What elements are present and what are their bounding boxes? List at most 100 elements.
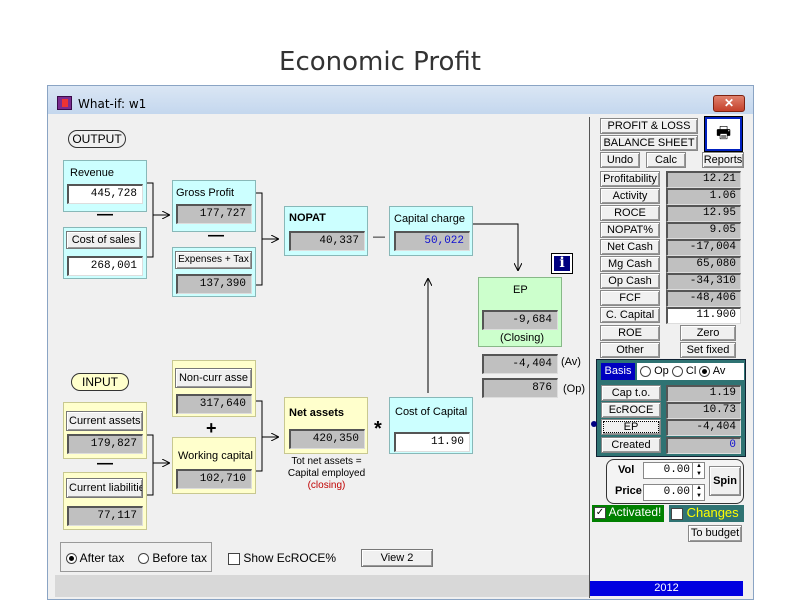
non-current-assets-value: 317,640 [176,394,252,414]
mg-cash-button[interactable]: Mg Cash [600,256,660,272]
current-liabilities-button[interactable]: Current liabilitie [66,478,143,498]
vol-spinner[interactable]: ▲▼ [692,462,705,479]
nopat-pct-button[interactable]: NOPAT% [600,222,660,238]
connector-lines [147,182,589,496]
ecroce-button[interactable]: EcROCE [601,402,661,418]
before-tax-radio[interactable] [138,553,149,565]
current-assets-value: 179,827 [67,434,143,454]
working-capital-value: 102,710 [176,469,252,489]
ep-opening-value: 876 [482,378,558,398]
basis-op-label: Op [654,365,669,377]
before-tax-option[interactable]: Before tax [138,551,207,565]
reports-button[interactable]: Reports [702,152,744,168]
to-budget-button[interactable]: To budget [688,525,742,542]
activated-checkbox[interactable]: ✓ [594,506,606,519]
c-capital-button[interactable]: C. Capital [600,307,660,323]
ep-selected-marker [591,421,597,427]
page-title: Economic Profit [279,47,481,77]
window-titlebar[interactable] [48,86,753,114]
c-capital-value[interactable]: 11.900 [666,307,741,324]
after-tax-option[interactable]: After tax [66,551,124,565]
op-cash-button[interactable]: Op Cash [600,273,660,289]
activity-value: 1.06 [666,188,741,205]
activated-toggle[interactable]: ✓ Activated! [592,505,664,522]
balance-sheet-button[interactable]: BALANCE SHEET [600,135,698,151]
cost-of-sales-value[interactable]: 268,001 [67,256,143,276]
before-tax-label: Before tax [152,551,208,565]
basis-options: Op Cl Av [637,363,744,380]
price-input[interactable]: 0.00 [643,484,705,501]
cost-of-capital-label: Cost of Capital [395,406,468,418]
info-icon[interactable]: i [551,253,573,274]
revenue-value[interactable]: 445,728 [67,184,143,204]
spin-button[interactable]: Spin [709,466,741,496]
show-ecroce-option[interactable]: Show EcROCE% [228,551,336,565]
plus-operator: + [206,418,217,438]
cost-of-sales-button[interactable]: Cost of sales [66,231,141,249]
net-cash-button[interactable]: Net Cash [600,239,660,255]
basis-label: Basis [601,363,635,380]
close-button[interactable]: ✕ [713,95,745,112]
net-assets-note-line2: Capital employed [287,468,366,479]
basis-cl-radio[interactable] [671,365,683,377]
nopat-value: 40,337 [289,231,365,251]
expenses-tax-button[interactable]: Expenses + Tax [175,251,252,269]
vol-input[interactable]: 0.00 [643,462,705,479]
gross-profit-label: Gross Profit [176,187,235,199]
created-button[interactable]: Created [601,437,661,453]
after-tax-radio[interactable] [66,553,77,565]
nopat-label: NOPAT [289,212,326,224]
basis-op-radio[interactable] [640,365,651,377]
activity-button[interactable]: Activity [600,188,660,204]
view-2-button[interactable]: View 2 [361,549,433,567]
input-label: INPUT [71,373,129,391]
cap-to-button[interactable]: Cap t.o. [601,385,661,401]
price-label: Price [615,485,642,497]
gross-profit-value: 177,727 [176,204,252,224]
output-label: OUTPUT [68,130,126,148]
basis-cl-label: Cl [685,365,697,377]
roe-button[interactable]: ROE [600,325,660,341]
mg-cash-value: 65,080 [666,256,741,273]
undo-button[interactable]: Undo [600,152,640,168]
basis-av-radio[interactable] [699,365,711,377]
calc-button[interactable]: Calc [646,152,686,168]
dash-operator: — [373,229,385,243]
profitability-button[interactable]: Profitability [600,171,660,187]
print-icon[interactable]: 🖶 [704,116,743,152]
capital-charge-label: Capital charge [394,213,465,225]
changes-toggle[interactable]: Changes [669,505,744,522]
net-cash-value: -17,004 [666,239,741,256]
basis-ep-value: -4,404 [666,419,741,436]
current-assets-button[interactable]: Current assets [66,411,143,431]
profit-loss-button[interactable]: PROFIT & LOSS [600,118,698,134]
net-assets-label: Net assets [289,407,345,419]
app-icon [57,96,72,110]
working-capital-label: Working capital [178,450,253,462]
changes-checkbox[interactable] [671,507,683,520]
activated-label: Activated! [608,505,662,519]
other-button[interactable]: Other [600,342,660,358]
expenses-tax-value: 137,390 [176,274,252,294]
cap-to-value: 1.19 [666,385,741,402]
roce-button[interactable]: ROCE [600,205,660,221]
ecroce-value: 10.73 [666,402,741,419]
fcf-button[interactable]: FCF [600,290,660,306]
capital-charge-value: 50,022 [394,231,470,251]
minus-operator-3: — [97,455,113,472]
set-fixed-button[interactable]: Set fixed [680,342,736,358]
ep-average-value: -4,404 [482,354,558,374]
roce-value: 12.95 [666,205,741,222]
show-ecroce-checkbox[interactable] [228,552,240,565]
canvas-footer [55,575,589,597]
basis-ep-button[interactable]: EP [601,419,661,435]
revenue-label: Revenue [70,167,115,179]
nopat-pct-value: 9.05 [666,222,741,239]
net-assets-note-line3: (closing) [307,480,346,491]
changes-label: Changes [686,505,739,520]
cost-of-capital-value[interactable]: 11.90 [394,432,470,452]
ep-closing-value: -9,684 [482,310,558,330]
price-spinner[interactable]: ▲▼ [692,484,705,501]
zero-button[interactable]: Zero [680,325,736,341]
non-current-assets-button[interactable]: Non-curr asse [175,368,252,388]
